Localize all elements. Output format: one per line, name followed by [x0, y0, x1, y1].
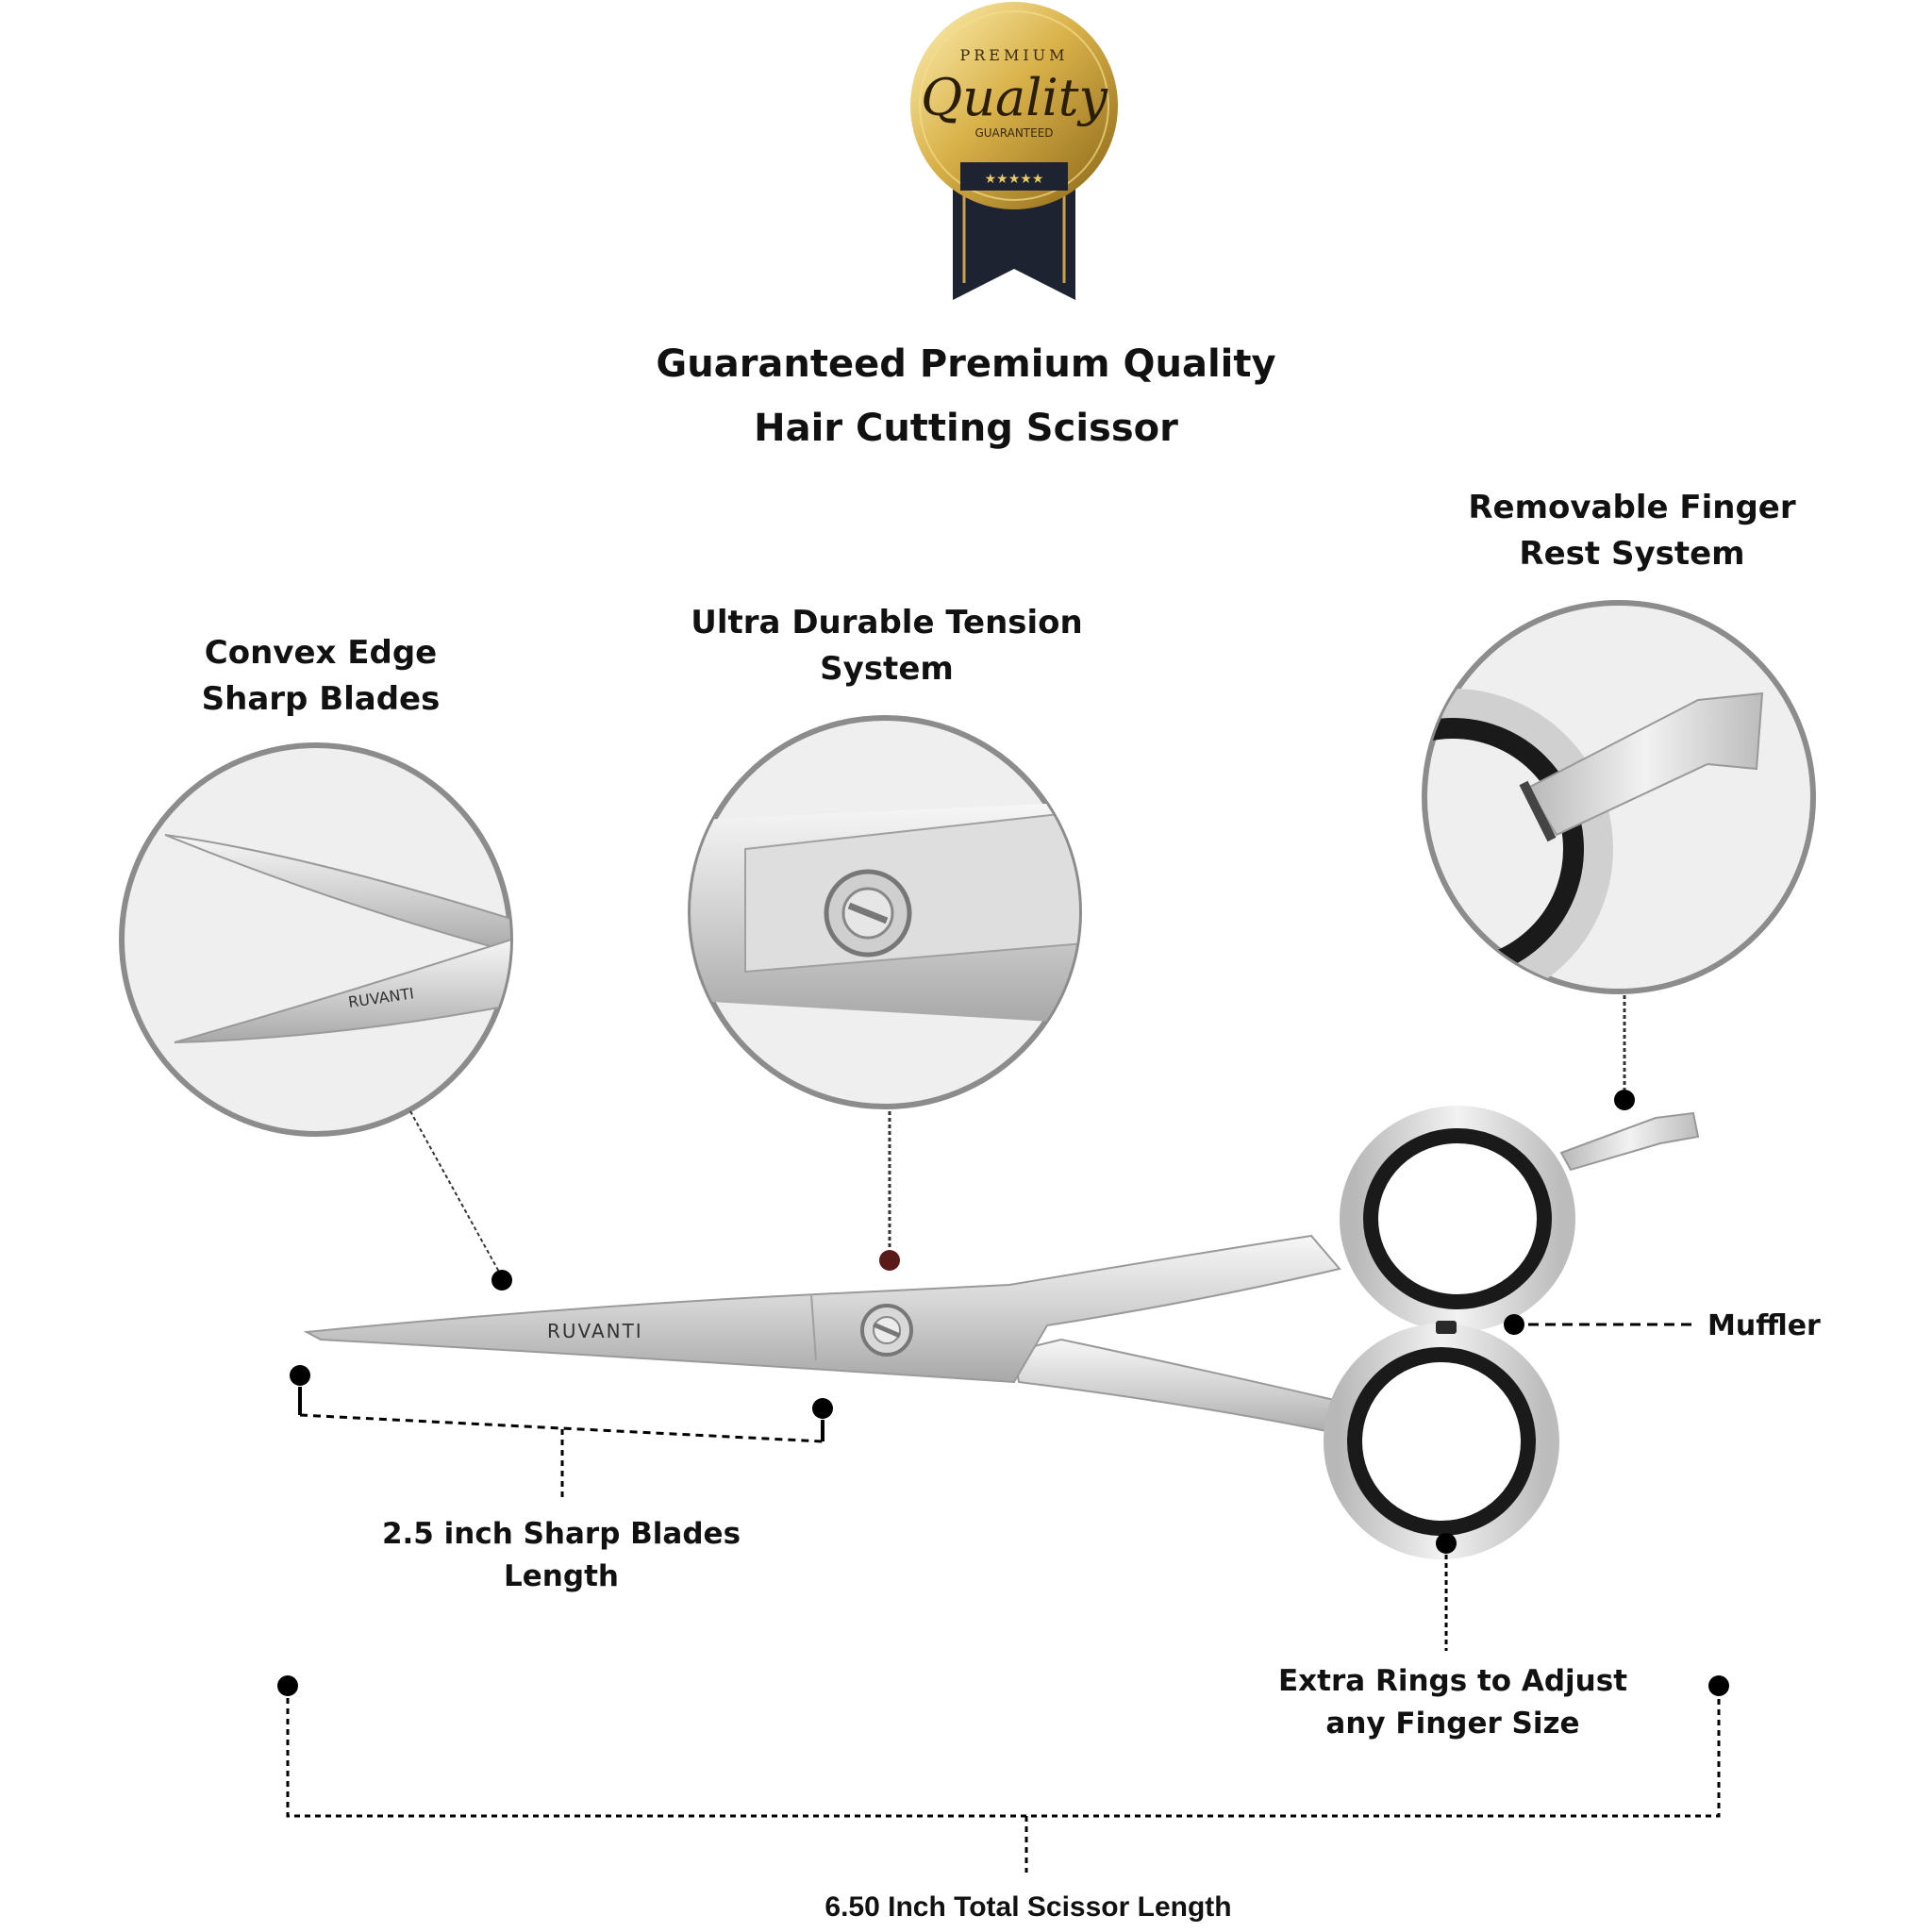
label-finger-rest-line-2: Rest System: [1519, 535, 1745, 574]
label-finger-rest-line-1: Removable Finger: [1468, 489, 1796, 526]
label-extra-rings-line-1: Extra Rings to Adjust: [1277, 1664, 1628, 1698]
label-muffler: Muffler: [1707, 1309, 1821, 1342]
detail-circle-tension-system: [688, 715, 1082, 1271]
label-extra-rings: Extra Rings to Adjust any Finger Size: [1264, 1660, 1641, 1745]
blade-length-bracket: [290, 1365, 833, 1500]
page-title: Guaranteed Premium Quality Hair Cutting …: [589, 332, 1343, 460]
label-convex-edge-line-1: Convex Edge: [204, 634, 438, 672]
quality-badge: PREMIUM Quality GUARANTEED ★★★★★: [910, 2, 1118, 300]
label-finger-rest: Removable Finger Rest System: [1415, 485, 1849, 578]
detail-circle-convex-blades: RUVANTI: [119, 742, 513, 1291]
badge-stars: ★★★★★: [985, 172, 1044, 187]
label-blade-length-line-2: Length: [504, 1558, 619, 1593]
label-tension-system: Ultra Durable Tension System: [660, 600, 1113, 693]
badge-medal: [910, 2, 1118, 209]
muffler-callout: [1504, 1314, 1698, 1335]
label-extra-rings-line-2: any Finger Size: [1325, 1706, 1580, 1740]
scissor-main: RUVANTI: [303, 1106, 1700, 1559]
badge-top-text: PREMIUM: [959, 46, 1068, 64]
label-tension-line-2: System: [820, 650, 954, 689]
title-line-2: Hair Cutting Scissor: [754, 407, 1178, 450]
label-blade-length: 2.5 inch Sharp Blades Length: [358, 1513, 764, 1598]
scissor-brand-text: RUVANTI: [547, 1320, 643, 1342]
label-blade-length-line-1: 2.5 inch Sharp Blades: [381, 1517, 741, 1551]
label-convex-edge-line-2: Sharp Blades: [201, 680, 441, 719]
total-length-bracket: [277, 1675, 1729, 1873]
label-tension-line-1: Ultra Durable Tension: [691, 604, 1083, 641]
title-line-1: Guaranteed Premium Quality: [656, 342, 1276, 386]
detail-circle-finger-rest: [1422, 600, 1816, 1110]
label-convex-edge: Convex Edge Sharp Blades: [142, 630, 500, 724]
label-total-length: 6.50 Inch Total Scissor Length: [824, 1891, 1232, 1923]
badge-bottom-text: GUARANTEED: [974, 126, 1053, 140]
tension-point-dot: [879, 1250, 900, 1271]
badge-script-text: Quality: [921, 68, 1108, 127]
extra-rings-callout: [1436, 1533, 1457, 1651]
